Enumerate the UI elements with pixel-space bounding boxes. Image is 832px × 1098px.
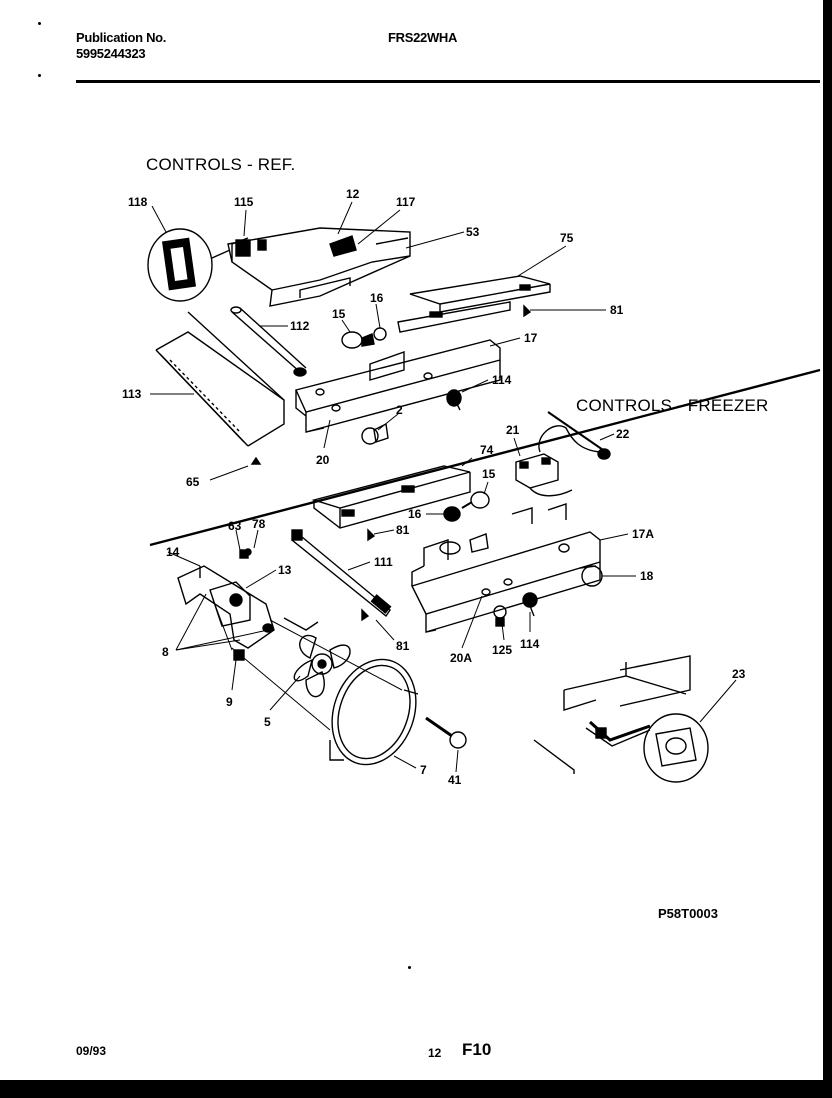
callout-label: 65 — [186, 475, 200, 489]
freezer-light-bulb-part — [443, 491, 490, 522]
footer-page-number: 12 — [428, 1046, 442, 1060]
fan-blade-part — [293, 634, 351, 698]
fan-motor-mount-part — [177, 548, 319, 661]
callout-label: 17 — [524, 331, 538, 345]
light-cover-part — [155, 311, 285, 447]
callout-label: 115 — [234, 195, 254, 209]
callout-label: 7 — [420, 763, 427, 777]
callout-label: 78 — [252, 517, 266, 531]
callout-label: 74 — [480, 443, 494, 457]
callout-label: 5 — [264, 715, 271, 729]
callout-label: 15 — [332, 307, 346, 321]
screw-part — [361, 608, 370, 622]
callout-label: 75 — [560, 231, 574, 245]
callout-label: 17A — [632, 527, 654, 541]
callout-label: 8 — [162, 645, 169, 659]
callout-label: 81 — [396, 639, 410, 653]
drawing-code: P58T0003 — [658, 906, 718, 921]
callout-label: 14 — [166, 545, 180, 559]
freezer-thermostat-knob-part — [522, 592, 538, 617]
callout-label: 12 — [346, 187, 360, 201]
light-shield-part — [147, 228, 231, 302]
screw-part — [367, 528, 376, 542]
callout-label: 117 — [396, 195, 416, 209]
freezer-thermostat-part — [515, 411, 611, 497]
control-knob-part — [361, 422, 389, 445]
callout-label: 16 — [408, 507, 422, 521]
control-housing-ref — [227, 227, 411, 307]
light-switch-part — [493, 605, 507, 627]
damper-assembly-part — [533, 655, 709, 783]
bracket-part — [397, 275, 551, 333]
callout-label: 63 — [228, 519, 242, 533]
callout-label: 23 — [732, 667, 746, 681]
scan-speck — [38, 22, 41, 25]
light-tube-part — [230, 306, 307, 377]
callout-label: 22 — [616, 427, 630, 441]
publication-label: Publication No. — [76, 30, 167, 45]
callout-label: 125 — [492, 643, 512, 657]
model-number: FRS22WHA — [388, 30, 458, 45]
callout-label: 41 — [448, 773, 462, 787]
light-bulb-part — [341, 327, 387, 349]
callout-label: 111 — [374, 555, 393, 569]
header-rule — [76, 80, 820, 83]
screw-part — [250, 456, 262, 465]
callout-label: 13 — [278, 563, 292, 577]
footer-figure-number: F10 — [462, 1040, 492, 1059]
callout-label: 114 — [520, 637, 540, 651]
leader-lines-freezer — [167, 433, 737, 773]
callout-labels: 118 115 12 117 53 75 81 16 15 112 17 113… — [122, 187, 746, 787]
callout-label: 112 — [290, 319, 310, 333]
callout-label: 53 — [466, 225, 480, 239]
section-divider — [149, 368, 821, 547]
callout-label: 20A — [450, 651, 472, 665]
callout-label: 15 — [482, 467, 496, 481]
callout-label: 113 — [122, 387, 142, 401]
freezer-bracket-part — [311, 465, 471, 529]
callout-label: 18 — [640, 569, 654, 583]
callout-label: 20 — [316, 453, 330, 467]
fan-ring-part — [329, 658, 419, 766]
leader-lines-ref — [150, 201, 606, 481]
mounting-screw-part — [425, 716, 467, 749]
publication-number: 5995244323 — [76, 46, 146, 61]
callout-label: 118 — [128, 195, 148, 209]
callout-label: 9 — [226, 695, 233, 709]
control-box-ref — [295, 339, 501, 433]
callout-label: 81 — [396, 523, 410, 537]
thermostat-part — [446, 389, 462, 411]
section-title-freezer: CONTROLS - FREEZER — [576, 396, 769, 415]
section-title-ref: CONTROLS - REF. — [146, 155, 296, 174]
scan-speck — [408, 966, 411, 969]
callout-label: 114 — [492, 373, 512, 387]
screw-part — [523, 304, 532, 318]
footer-date: 09/93 — [76, 1044, 107, 1058]
callout-label: 81 — [610, 303, 624, 317]
scan-edge-right — [823, 0, 832, 1098]
callout-label: 21 — [506, 423, 520, 437]
control-box-freezer — [411, 503, 601, 633]
scan-edge-bottom — [0, 1080, 832, 1098]
callout-label: 16 — [370, 291, 384, 305]
scan-speck — [38, 74, 41, 77]
callout-label: 2 — [396, 403, 403, 417]
rod-bracket-part — [291, 529, 392, 618]
